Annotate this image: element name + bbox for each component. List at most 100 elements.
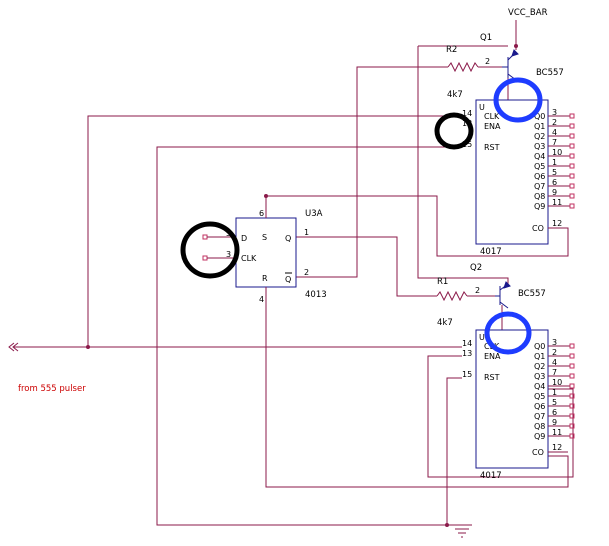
junction-dot <box>514 44 518 48</box>
counter-output-number: 3 <box>552 338 557 347</box>
wire-lower-rst <box>446 377 462 525</box>
junction-dot <box>264 194 268 198</box>
counter-output-number: 7 <box>552 138 557 147</box>
counter-output-q9: Q9 <box>534 202 545 211</box>
counter-output-q1: Q1 <box>534 122 545 131</box>
counter-output-number: 1 <box>552 158 557 167</box>
note-from-555: from 555 pulser <box>18 384 86 394</box>
transistor-q1 <box>502 49 519 81</box>
label-r1-value: 4k7 <box>437 318 453 328</box>
counter-output-number: 5 <box>552 398 557 407</box>
wire-q-r1 <box>296 236 437 297</box>
counter-part-label: 4017 <box>480 471 502 481</box>
pin-marker <box>569 413 575 419</box>
ff-num-clk: 3 <box>226 250 231 259</box>
label-vcc: VCC_BAR <box>508 8 548 18</box>
wire-reset <box>265 287 569 488</box>
ff-num-qbar: 2 <box>304 268 309 277</box>
counter-output-q8: Q8 <box>534 422 545 431</box>
resistor-r1 <box>436 290 468 302</box>
counter-output-number: 1 <box>552 388 557 397</box>
resistor-r2 <box>447 61 479 73</box>
counter-output-q8: Q8 <box>534 192 545 201</box>
ff-num-s: 6 <box>259 209 264 218</box>
wire-lower-ena <box>427 355 574 478</box>
annotations <box>180 77 543 355</box>
ff-num-r: 4 <box>259 295 264 304</box>
counter-output-q4: Q4 <box>534 382 545 391</box>
label-q1-base-pin: 2 <box>485 57 490 66</box>
annotation-circle-black-small <box>434 112 474 150</box>
counter-output-number: 7 <box>552 368 557 377</box>
counter-output-number: 9 <box>552 188 557 197</box>
counter-output-number: 4 <box>552 358 557 367</box>
counter-output-q5: Q5 <box>534 162 545 171</box>
ground-symbol <box>452 524 472 538</box>
wire-upper-rst <box>156 146 462 526</box>
wire-q2-emitter <box>417 46 509 286</box>
label-r2-value: 4k7 <box>447 90 463 100</box>
counter-output-q2: Q2 <box>534 362 545 371</box>
wire-qbar-r2 <box>296 66 448 278</box>
counter-output-q5: Q5 <box>534 392 545 401</box>
ff-pin-s: S <box>262 233 267 242</box>
counter-output-number: 11 <box>552 428 562 437</box>
counter-output-q2: Q2 <box>534 132 545 141</box>
counter-body <box>475 99 549 245</box>
counter-supply-label: U <box>479 333 485 342</box>
pin-marker <box>569 393 575 399</box>
counter-pin-number: 14 <box>462 339 472 348</box>
transistor-q2 <box>495 281 511 309</box>
counter-output-number: 2 <box>552 348 557 357</box>
label-r2: R2 <box>446 45 457 55</box>
counter-pin-clk: CLK <box>484 112 500 121</box>
pulser-arrow <box>8 342 19 352</box>
counter-output-number: 5 <box>552 168 557 177</box>
pin-marker <box>569 123 575 129</box>
label-r1: R1 <box>437 277 448 287</box>
pin-marker <box>569 363 575 369</box>
pin-marker <box>569 133 575 139</box>
counter-pin-number: 13 <box>462 349 472 358</box>
counter-output-q7: Q7 <box>534 412 545 421</box>
pin-marker <box>569 143 575 149</box>
counter-output-number: 3 <box>552 108 557 117</box>
ff-pin-qbar: Q <box>285 275 291 284</box>
counter-supply-label: U <box>479 103 485 112</box>
pin-marker <box>569 433 575 439</box>
counter-output-number: 2 <box>552 118 557 127</box>
counter-output-number: 6 <box>552 408 557 417</box>
counter-output-q1: Q1 <box>534 352 545 361</box>
label-u3a-part: 4013 <box>305 290 327 300</box>
label-q1-part: BC557 <box>536 68 564 78</box>
pin-marker <box>569 423 575 429</box>
counter-output-q0: Q0 <box>534 342 545 351</box>
counter-output-number: 11 <box>552 198 562 207</box>
counter-output-number: 10 <box>552 148 562 157</box>
pin-marker <box>569 193 575 199</box>
pin-marker <box>569 183 575 189</box>
pin-marker <box>569 373 575 379</box>
counter-carry-label: CO <box>532 448 544 457</box>
pin-marker <box>569 353 575 359</box>
ff-pin-r: R <box>262 274 268 283</box>
counter-output-q6: Q6 <box>534 172 545 181</box>
pin-marker <box>569 383 575 389</box>
annotation-circle-blue-upper <box>493 77 543 123</box>
pin-marker <box>569 113 575 119</box>
counter-pin-ena: ENA <box>484 122 501 131</box>
label-q2-base-pin: 2 <box>475 286 480 295</box>
ff-num-q: 1 <box>304 228 309 237</box>
counter-pin-number: 14 <box>462 109 472 118</box>
pin-marker <box>569 343 575 349</box>
counter-carry-number: 12 <box>552 219 562 228</box>
counter-output-q3: Q3 <box>534 372 545 381</box>
counter-carry-number: 12 <box>552 443 562 452</box>
counter-output-q6: Q6 <box>534 402 545 411</box>
label-q2-part: BC557 <box>518 289 546 299</box>
pin-marker <box>569 163 575 169</box>
wire-upper-clk <box>87 115 462 347</box>
counter-output-q3: Q3 <box>534 142 545 151</box>
